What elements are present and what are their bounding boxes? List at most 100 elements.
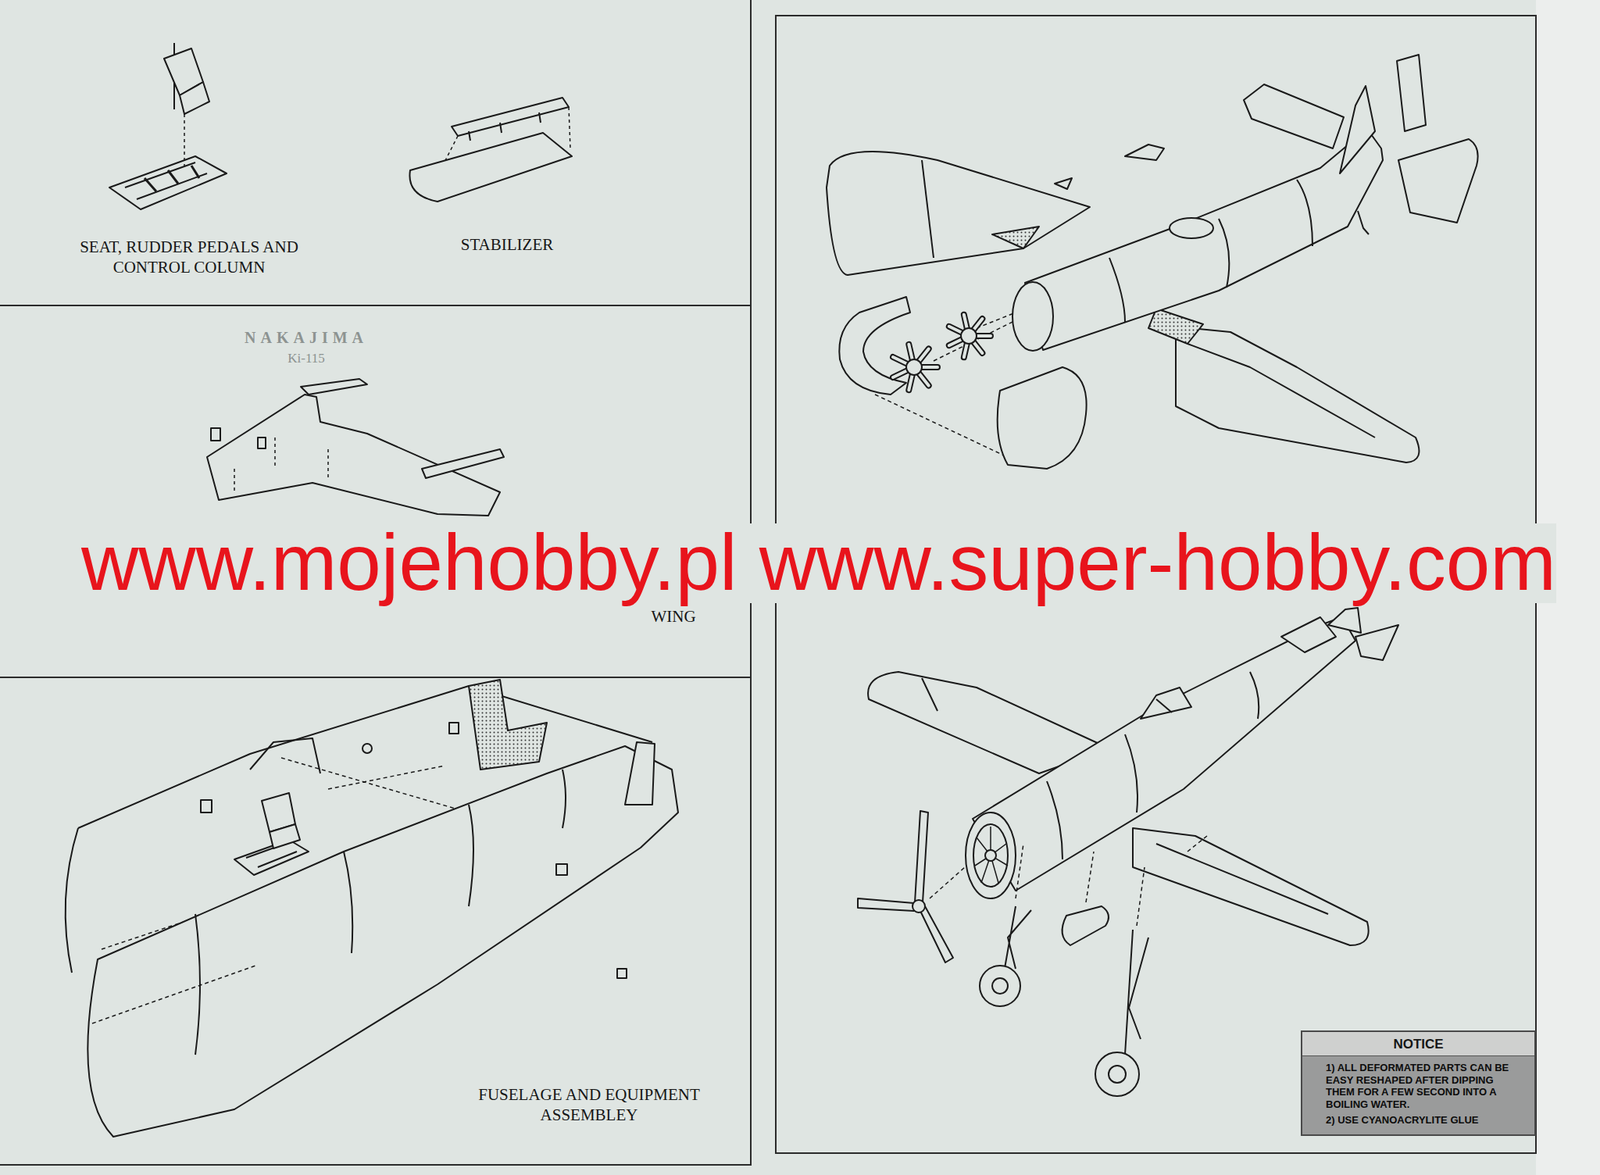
assembled-aircraft-drawing [929,867,965,899]
exploded-aircraft-drawing [1175,326,1419,463]
exploded-aircraft-drawing [1357,210,1369,235]
instruction-panel: FUSELAGE AND EQUIPMENT ASSEMBLEY [0,676,752,1166]
notice-box: NOTICE 1) ALL DEFORMATED PARTS CAN BE EAS… [1300,1030,1536,1136]
fuselage-drawing [449,722,459,734]
assembled-aircraft-drawing [1156,843,1329,915]
assembled-aircraft-drawing [1125,929,1149,1055]
assembled-aircraft-drawing [1156,699,1172,713]
assembled-aircraft-drawing [1108,1065,1126,1083]
assembled-aircraft-drawing [1281,617,1336,653]
exploded-aircraft-drawing [1125,144,1165,161]
assembled-aircraft-drawing [973,824,1008,887]
exploded-aircraft-drawing [1396,54,1426,132]
exploded-aircraft-drawing [1054,178,1072,190]
seat-pedal-drawing [144,165,200,192]
exploded-aircraft-drawing [1187,343,1375,438]
fuselage-drawing [617,968,627,979]
fuselage-drawing [87,746,679,1137]
exploded-aircraft-drawing [1012,282,1054,351]
assembled-aircraft-drawing [1132,828,1369,946]
assembled-aircraft-drawing [912,900,925,913]
fuselage-drawing [556,864,568,875]
assembled-aircraft-drawing [857,607,1399,1097]
wing-drawing [257,437,266,449]
assembled-aircraft-drawing [965,812,1016,899]
assembled-aircraft-drawing [920,906,954,963]
seat-pedal-drawing [109,156,227,210]
stabilizer-drawing [409,97,572,202]
assembled-aircraft-drawing [1140,687,1192,719]
notice-item: 1) ALL DEFORMATED PARTS CAN BE EASY RESH… [1302,1060,1535,1113]
exploded-aircraft-drawing [1025,128,1383,350]
notice-item: 2) USE CYANOACRYLITE GLUE [1302,1113,1535,1129]
exploded-aircraft-drawing [839,296,911,395]
fuselage-drawing [234,839,309,875]
exploded-aircraft-drawing [1169,217,1214,239]
stabilizer-drawing [451,97,569,136]
exploded-aircraft-drawing [892,344,938,390]
fuselage-drawing [200,800,212,813]
exploded-aircraft-drawing [1339,85,1375,174]
exploded-aircraft-drawing [826,54,1479,469]
exploded-aircraft-drawing [906,359,922,375]
seat-pedal-drawing [125,162,208,200]
step-caption: WING [610,606,736,627]
fuselage-drawing [65,828,79,973]
fuselage-drawing [65,679,679,1137]
instruction-panel: NAKAJIMA Ki-115WING [0,304,752,679]
seat-pedal-drawing [109,42,227,210]
assembled-aircraft-drawing [979,965,1021,1007]
wing-drawing [300,378,368,395]
stabilizer-drawing [468,112,541,141]
assembled-aircraft-drawing [1003,906,1032,973]
seat-pedal-drawing [183,114,186,166]
assembled-aircraft-drawing [1328,607,1361,633]
assembled-aircraft-drawing [1062,906,1109,946]
assembled-aircraft-drawing [992,978,1008,994]
exploded-aircraft-drawing [892,344,938,390]
wing-drawing [210,428,221,441]
exploded-aircraft-drawing [1109,179,1313,322]
exploded-aircraft-drawing [826,151,1090,275]
seat-pedal-drawing [179,82,210,115]
wing-drawing [234,437,329,493]
exploded-aircraft-drawing [1148,308,1204,344]
fuselage-drawing [468,679,547,770]
assembled-aircraft-drawing [857,898,915,911]
wing-drawing [207,394,500,516]
exploded-aircraft-drawing [949,314,991,358]
step-caption: FUSELAGE AND EQUIPMENT ASSEMBLEY [467,1084,711,1126]
fuselage-drawing [269,824,300,849]
assembled-aircraft-drawing [985,850,997,861]
fuselage-drawing [362,743,372,754]
notice-heading: NOTICE [1302,1032,1535,1057]
assembled-aircraft-drawing [1355,625,1399,661]
exploded-aircraft-drawing [1243,84,1344,149]
fuselage-drawing [195,769,566,1055]
assembled-aircraft-drawing [914,810,929,903]
exploded-aircraft-drawing [997,367,1087,469]
step-caption: STABILIZER [413,234,601,255]
exploded-aircraft-drawing [960,328,977,344]
exploded-aircraft-drawing [1398,139,1479,223]
fuselage-drawing [246,843,297,868]
faint-heading: Ki-115 [228,350,385,367]
wing-drawing [207,378,504,516]
exploded-aircraft-drawing [992,226,1040,249]
instruction-panel: SEAT, RUDDER PEDALS AND CONTROL COLUMN ST… [0,0,752,307]
step-caption: SEAT, RUDDER PEDALS AND CONTROL COLUMN [71,236,307,279]
wing-drawing [421,449,504,479]
fuselage-drawing [92,964,258,1024]
watermark: www.mojehobby.pl www.super-hobby.com [81,523,1557,604]
exploded-aircraft-drawing [921,160,934,258]
assembled-aircraft-drawing [1095,1052,1140,1097]
assembled-aircraft-drawing [1015,835,1208,926]
assembled-aircraft-drawing [921,678,938,711]
fuselage-drawing [625,742,655,805]
assembled-aircraft-drawing [975,826,1008,883]
fuselage-drawing [250,738,321,774]
stabilizer-drawing [409,132,572,202]
exploded-aircraft-drawing [949,314,991,358]
faint-heading: NAKAJIMA [181,328,432,348]
